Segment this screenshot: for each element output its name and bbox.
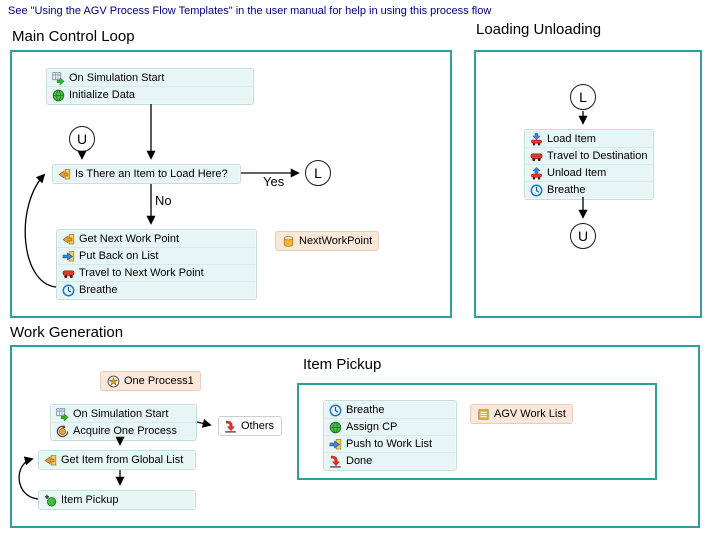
breathe-clock-icon (329, 404, 342, 417)
variable-tag-nextworkpoint[interactable]: NextWorkPoint (275, 231, 380, 251)
pull-from-list-icon (58, 168, 71, 181)
panel-title-main-control-loop: Main Control Loop (12, 28, 135, 45)
activity-label: Others (241, 420, 275, 432)
list-tag-agv-work-list[interactable]: AGV Work List (470, 404, 573, 424)
globe-icon (329, 421, 342, 434)
activity-label: Initialize Data (69, 89, 136, 101)
connector-l-main[interactable]: L (305, 160, 331, 186)
variable-tag-label: NextWorkPoint (299, 235, 373, 247)
activity-done[interactable]: Done (324, 452, 456, 469)
simulation-start-icon (56, 408, 69, 421)
activity-acquire-one-process[interactable]: Acquire One Process (51, 422, 196, 439)
activity-label: On Simulation Start (69, 72, 165, 84)
activity-block-item-pickup[interactable]: Item Pickup (38, 490, 196, 510)
activity-item-pickup[interactable]: Item Pickup (39, 492, 195, 508)
activity-block-decision[interactable]: Is There an Item to Load Here? (52, 164, 241, 184)
activity-is-there-an-item-to-load-here[interactable]: Is There an Item to Load Here? (53, 166, 240, 182)
done-icon (329, 455, 342, 468)
activity-block-others[interactable]: Others (218, 416, 282, 436)
simulation-start-icon (52, 72, 65, 85)
activity-label: Assign CP (346, 421, 398, 433)
connector-l-loading[interactable]: L (570, 84, 596, 110)
activity-breathe[interactable]: Breathe (57, 281, 256, 298)
list-icon (477, 408, 490, 421)
globe-icon (52, 89, 65, 102)
subflow-icon (44, 494, 57, 507)
star-circle-icon (107, 375, 120, 388)
activity-label: Unload Item (547, 167, 607, 179)
help-note: See "Using the AGV Process Flow Template… (8, 5, 492, 17)
activity-label: Travel to Destination (547, 150, 648, 162)
travel-icon (62, 267, 75, 280)
activity-block-loading[interactable]: Load Item Travel to Destination Unload I… (524, 129, 654, 200)
connector-u-main[interactable]: U (69, 126, 95, 152)
activity-push-to-work-list[interactable]: Push to Work List (324, 435, 456, 452)
activity-travel-to-next-work-point[interactable]: Travel to Next Work Point (57, 264, 256, 281)
unload-item-icon (530, 167, 543, 180)
breathe-clock-icon (62, 284, 75, 297)
activity-others[interactable]: Others (219, 418, 281, 434)
activity-block-get-item[interactable]: Get Item from Global List (38, 450, 196, 470)
activity-on-simulation-start[interactable]: On Simulation Start (51, 406, 196, 422)
activity-label: Get Item from Global List (61, 454, 184, 466)
panel-title-work-generation: Work Generation (10, 324, 124, 341)
edge-label-no: No (155, 193, 172, 208)
activity-load-item[interactable]: Load Item (525, 131, 653, 147)
panel-title-loading-unloading: Loading Unloading (476, 21, 602, 38)
activity-label: Travel to Next Work Point (79, 267, 204, 279)
activity-assign-cp[interactable]: Assign CP (324, 418, 456, 435)
activity-initialize-data[interactable]: Initialize Data (47, 86, 253, 103)
process-tag-one-process1[interactable]: One Process1 (100, 371, 201, 391)
activity-put-back-on-list[interactable]: Put Back on List (57, 247, 256, 264)
activity-label: Done (346, 455, 373, 467)
panel-title-item-pickup: Item Pickup (303, 356, 382, 373)
edge-label-yes: Yes (263, 174, 285, 189)
activity-label: Put Back on List (79, 250, 159, 262)
activity-label: Load Item (547, 133, 596, 145)
variable-cylinder-icon (282, 235, 295, 248)
activity-block-pickup-steps[interactable]: Breathe Assign CP Push to Work List Done (323, 400, 457, 471)
activity-label: Push to Work List (346, 438, 432, 450)
activity-block-work[interactable]: Get Next Work Point Put Back on List Tra… (56, 229, 257, 300)
list-tag-label: AGV Work List (494, 408, 566, 420)
load-item-icon (530, 133, 543, 146)
activity-label: Item Pickup (61, 494, 119, 506)
push-to-list-icon (329, 438, 342, 451)
pull-from-list-icon (44, 454, 57, 467)
activity-label: Breathe (547, 184, 586, 196)
activity-get-item-from-global-list[interactable]: Get Item from Global List (39, 452, 195, 468)
process-tag-label: One Process1 (124, 375, 194, 387)
travel-icon (530, 150, 543, 163)
activity-breathe[interactable]: Breathe (525, 181, 653, 198)
breathe-clock-icon (530, 184, 543, 197)
activity-travel-to-destination[interactable]: Travel to Destination (525, 147, 653, 164)
activity-label: Breathe (79, 284, 118, 296)
acquire-icon (56, 425, 69, 438)
activity-label: Is There an Item to Load Here? (75, 168, 228, 180)
pull-from-list-icon (62, 233, 75, 246)
push-to-list-icon (62, 250, 75, 263)
activity-label: Breathe (346, 404, 385, 416)
activity-label: Acquire One Process (73, 425, 177, 437)
done-icon (224, 420, 237, 433)
connector-u-loading[interactable]: U (570, 223, 596, 249)
activity-unload-item[interactable]: Unload Item (525, 164, 653, 181)
activity-get-next-work-point[interactable]: Get Next Work Point (57, 231, 256, 247)
activity-block-wg-start[interactable]: On Simulation Start Acquire One Process (50, 404, 197, 441)
activity-on-simulation-start[interactable]: On Simulation Start (47, 70, 253, 86)
activity-breathe[interactable]: Breathe (324, 402, 456, 418)
activity-label: On Simulation Start (73, 408, 169, 420)
activity-label: Get Next Work Point (79, 233, 180, 245)
activity-block-start[interactable]: On Simulation Start Initialize Data (46, 68, 254, 105)
